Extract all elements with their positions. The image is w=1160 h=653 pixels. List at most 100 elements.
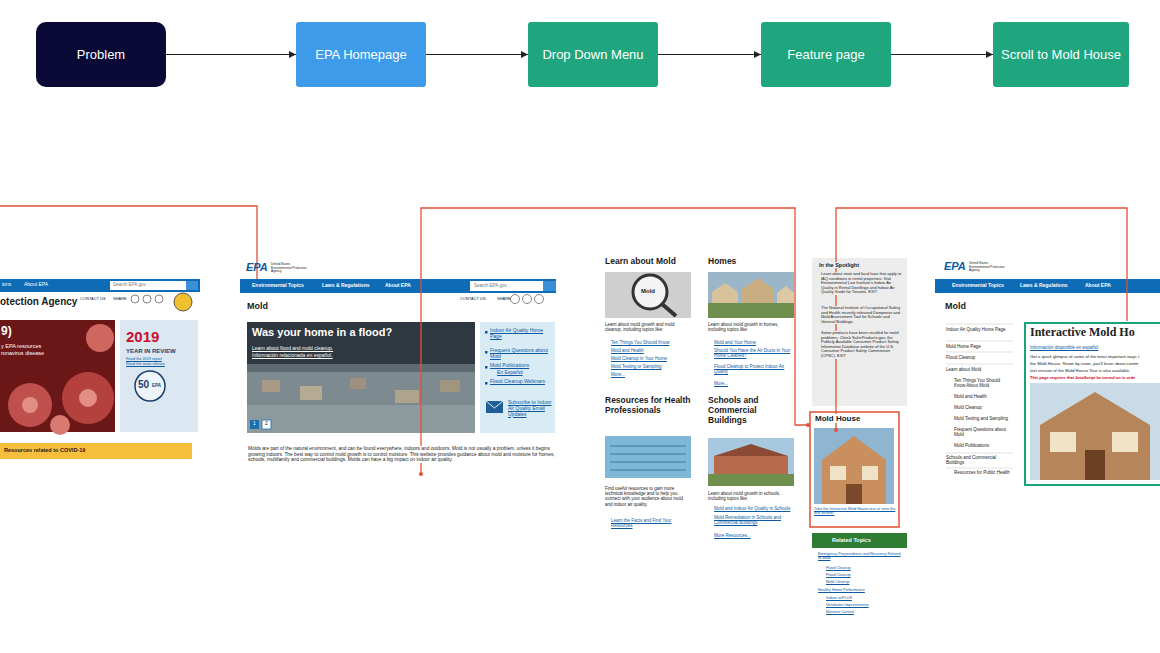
- screenshot-text: Laws & Regulations: [322, 283, 370, 289]
- node-label: Feature page: [787, 47, 864, 63]
- process-box: EPA Homepage: [296, 22, 426, 87]
- screenshot-text: Interactive Mold Ho: [1030, 326, 1135, 340]
- arrow-line: [891, 54, 993, 55]
- flow-arrow: [426, 51, 528, 58]
- screenshot-text: Mold House: [814, 414, 861, 423]
- screenshot-text: Search EPA.gov: [474, 283, 507, 288]
- screenshot-text: Ten Things You Should Know About Mold: [954, 378, 1012, 388]
- screenshot-text: United States Environmental Protection A…: [271, 263, 311, 274]
- screenshot-text: United States Environmental Protection A…: [969, 262, 1009, 273]
- screenshot-text: Mold Cleanup: [954, 405, 1012, 410]
- screenshot-text: ronavirus disease: [1, 350, 44, 356]
- screenshot-text: In the Spotlight: [818, 262, 860, 268]
- process-box: Feature page: [761, 22, 891, 87]
- arrow-line: [166, 54, 296, 55]
- screenshot-text: 9): [1, 325, 12, 339]
- screenshot-text: Find useful resources to gain more techn…: [605, 486, 691, 507]
- screenshot-text: Flood Cleanup: [826, 573, 904, 577]
- process-box: Scroll to Mold House: [993, 22, 1129, 87]
- screenshot-text: Emergency Preparedness and Recovery Rela…: [818, 552, 904, 561]
- screenshot-text: 2: [265, 421, 268, 427]
- screenshot-text: Get a quick glimpse of some of the most …: [1030, 355, 1139, 360]
- process-box: Drop Down Menu: [528, 22, 658, 87]
- screenshot-text: the Mold House. Room by room, you'll lea…: [1030, 362, 1138, 367]
- mold-page-screenshot: [240, 258, 556, 470]
- screenshot-text: Resources for Public Health: [954, 470, 1012, 475]
- node-label: Problem: [77, 47, 125, 63]
- screenshot-text: 2019: [126, 328, 159, 345]
- screenshot-text: More...: [714, 381, 792, 386]
- feature-page-screenshot: [603, 255, 908, 620]
- screenshot-text: 1: [253, 421, 256, 427]
- screenshot-text: EPA: [246, 261, 268, 274]
- screenshot-text: Mold and Indoor Air Quality in Schools: [714, 506, 792, 511]
- arrow-head: [289, 51, 296, 58]
- node-label: Scroll to Mold House: [1001, 47, 1121, 63]
- screenshot-text: Mold Publications: [954, 443, 1012, 448]
- screenshot-text: Healthy Home Performance: [818, 588, 904, 592]
- leader-lines: [0, 206, 1127, 474]
- screenshot-text: Subscribe to Indoor Air Quality Email Up…: [508, 400, 552, 417]
- node-label: Drop Down Menu: [542, 47, 643, 63]
- flow-arrow: [166, 51, 296, 58]
- screenshot-text: More...: [611, 372, 691, 377]
- screenshot-text: Mold and Your Home: [714, 340, 792, 345]
- screenshot-text: Información disponible en español: [1030, 345, 1098, 350]
- screenshot-text: Mold Testing or Sampling: [611, 364, 691, 369]
- screenshot-text: CONTACT US: [80, 297, 106, 302]
- mold-house-screenshot: [935, 258, 1160, 485]
- screenshot-text: Learn about mold growth in homes, includ…: [708, 322, 792, 332]
- screenshot-text: The National Institute of Occupational S…: [820, 306, 904, 324]
- screenshot-text: Mold Home Page: [946, 344, 1012, 349]
- screenshot-text: Flood Cleanup: [946, 355, 1012, 360]
- homepage-screenshot: [0, 278, 200, 480]
- screenshot-text: Learn about mold growth in schools, incl…: [708, 491, 792, 501]
- screenshot-text: Frequent Questions about Mold: [954, 427, 1012, 437]
- screenshot-text: Some products have been recalled for mol…: [820, 331, 904, 359]
- screenshot-text: Mold Publications: [490, 363, 548, 369]
- screenshot-text: Mold: [945, 301, 966, 311]
- flow-arrow: [891, 51, 993, 58]
- screenshot-text: Mold: [641, 288, 655, 295]
- screenshot-text: EPA: [152, 383, 161, 388]
- screenshot-text: Read the 2019 report: [126, 357, 162, 361]
- screenshot-text: About EPA: [1085, 283, 1111, 289]
- screenshot-text: Moisture Control: [826, 610, 904, 614]
- screenshot-text: Learn about Mold: [946, 367, 1012, 372]
- screenshot-text: Flood Cleanup to Protect Indoor Air Qual…: [714, 364, 792, 374]
- screenshot-text: SHARE: [497, 297, 511, 302]
- screenshot-text: Learn about flood and mold cleanup.: [252, 346, 333, 352]
- screenshot-text: Mold and Health: [611, 348, 691, 353]
- arrow-head: [754, 51, 761, 58]
- screenshot-text: Información relacionada en español.: [252, 353, 333, 359]
- screenshot-text: Flood Cleanup Webinars: [490, 379, 548, 385]
- screenshot-text: 50: [138, 379, 149, 391]
- screenshot-text: EPA: [944, 260, 966, 273]
- screenshot-text: CONTACT US: [460, 297, 486, 302]
- screenshot-text: Schools and Commercial Buildings: [946, 455, 1012, 465]
- screenshot-text: Environmental Topics: [952, 283, 1004, 289]
- screenshot-text: About EPA: [385, 283, 411, 289]
- screenshot-text: Indoor Air Quality Home Page: [946, 327, 1012, 332]
- arrow-line: [426, 54, 528, 55]
- screenshot-text: Mold Cleanup: [826, 580, 904, 584]
- screenshot-text: otection Agency: [0, 296, 77, 308]
- screenshot-text: ions: [2, 282, 11, 288]
- screenshot-text: Ten Things You Should Know: [611, 340, 691, 345]
- screenshot-text: Related Topics: [832, 537, 871, 543]
- screenshot-text: Mold Cleanup in Your Home: [611, 356, 691, 361]
- screenshot-text: Indoor airPLUS: [826, 596, 904, 600]
- screenshot-text: More Resources...: [714, 533, 792, 538]
- screenshot-text: Resources related to COVID-19: [4, 447, 85, 453]
- screenshot-text: Laws & Regulations: [1020, 283, 1068, 289]
- screenshot-text: Was your home in a flood?: [252, 326, 392, 339]
- screenshot-text: Ventilation Improvements: [826, 603, 904, 607]
- node-label: EPA Homepage: [315, 47, 407, 63]
- screenshot-text: y EPA resources: [1, 343, 41, 349]
- screenshot-text: Indoor Air Quality Home Page: [490, 328, 548, 340]
- arrow-line: [658, 54, 761, 55]
- screenshot-text: Learn about state and local laws that ap…: [820, 272, 904, 295]
